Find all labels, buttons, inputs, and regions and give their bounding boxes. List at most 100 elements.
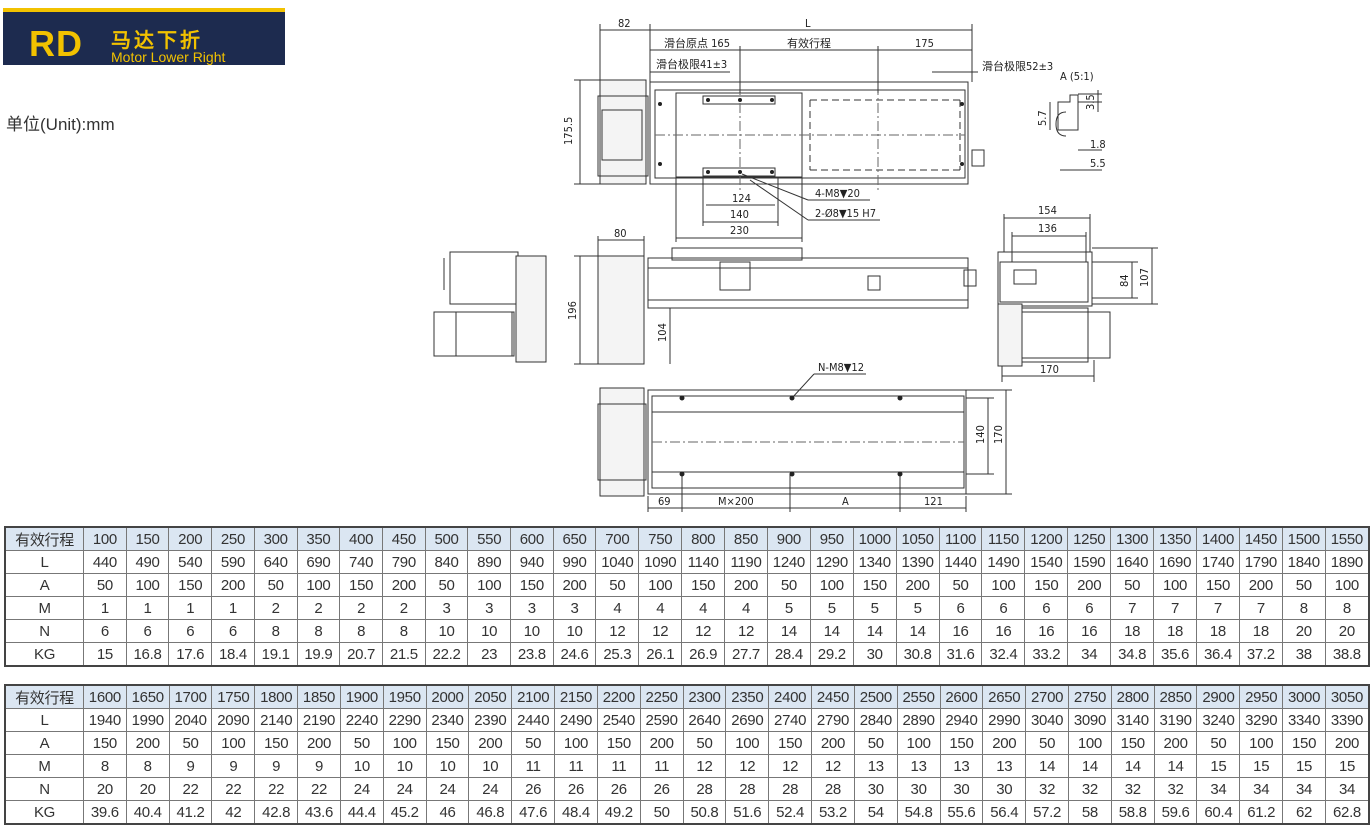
table-cell: 58	[1068, 800, 1112, 825]
table-cell: 1850	[297, 684, 341, 709]
table-cell: 2250	[639, 684, 684, 709]
table-cell: 2500	[853, 684, 898, 709]
table-cell: 1590	[1067, 550, 1112, 574]
table-cell: 34	[1282, 777, 1326, 801]
table-cell: 28	[725, 777, 770, 801]
table-cell: 62.8	[1324, 800, 1370, 825]
table-cell: 10	[468, 754, 513, 778]
table-cell: 200	[982, 731, 1027, 755]
table-cell: 890	[467, 550, 511, 574]
table-cell: 1640	[1110, 550, 1155, 574]
dim-230: 230	[730, 224, 749, 237]
table-cell: 150	[125, 526, 170, 551]
table-cell: 6	[83, 619, 127, 643]
table-cell: 46	[425, 800, 470, 825]
table-cell: 7	[1153, 596, 1197, 620]
table-cell: 12	[638, 619, 683, 643]
table-cell: 900	[766, 526, 811, 551]
table-cell: 2700	[1025, 684, 1069, 709]
table-cell: 9	[254, 754, 299, 778]
table-cell: 32	[1025, 777, 1069, 801]
table-cell: 35.6	[1153, 642, 1197, 667]
table-cell: 11	[596, 754, 641, 778]
table-cell: 2390	[468, 708, 513, 732]
table-cell: 3000	[1282, 684, 1326, 709]
table-cell: 50	[682, 731, 727, 755]
table-cell: 10	[509, 619, 554, 643]
table-cell: 1900	[339, 684, 384, 709]
top-view	[574, 24, 985, 242]
dim-82: 82	[618, 17, 631, 30]
table-cell: 3140	[1110, 708, 1155, 732]
table-cell: 1400	[1195, 526, 1240, 551]
model-badge: RD 马达下折 Motor Lower Right	[3, 8, 285, 65]
table-cell: 14	[809, 619, 854, 643]
table-cell: 200	[1067, 573, 1112, 597]
table-cell: 5	[895, 596, 940, 620]
detail-dim-5-7: 5.7	[1036, 110, 1049, 126]
table-cell: 1140	[681, 550, 726, 574]
table-cell: 2540	[596, 708, 641, 732]
row-label: 有效行程	[4, 526, 85, 551]
side-motor-view	[433, 251, 547, 363]
table-cell: 20	[82, 777, 127, 801]
table-cell: 5	[852, 596, 897, 620]
table-cell: 950	[809, 526, 854, 551]
table-cell: 1750	[211, 684, 256, 709]
table-cell: 3340	[1282, 708, 1326, 732]
table-cell: 21.5	[381, 642, 426, 667]
table-cell: 24	[339, 777, 384, 801]
row-label: N	[4, 619, 85, 643]
table-cell: 1390	[895, 550, 940, 574]
table-cell: 1440	[938, 550, 983, 574]
table-cell: 2840	[853, 708, 898, 732]
table-cell: 48.4	[554, 800, 598, 825]
table-cell: 50	[424, 573, 469, 597]
table-cell: 100	[125, 573, 170, 597]
table-cell: 1	[211, 596, 255, 620]
table-cell: 1050	[895, 526, 940, 551]
table-cell: 3	[467, 596, 511, 620]
hole-markers	[658, 98, 964, 477]
table-cell: 28.4	[766, 642, 811, 667]
table-cell: 62	[1282, 800, 1326, 825]
table-cell: 690	[296, 550, 341, 574]
table-cell: 150	[681, 573, 726, 597]
table-cell: 500	[424, 526, 469, 551]
table-cell: 34	[1196, 777, 1241, 801]
row-label: L	[4, 708, 84, 732]
table-cell: 2140	[254, 708, 299, 732]
dim-stroke: 有效行程	[787, 36, 831, 50]
table-cell: 2750	[1068, 684, 1112, 709]
row-label: KG	[4, 800, 84, 825]
table-cell: 1190	[724, 550, 768, 574]
table-cell: 16	[1067, 619, 1112, 643]
table-cell: 2	[296, 596, 341, 620]
table-cell: 59.6	[1153, 800, 1198, 825]
table-cell: 28	[682, 777, 727, 801]
table-cell: 40.4	[125, 800, 170, 825]
table-cell: 150	[1195, 573, 1240, 597]
dim-80: 80	[614, 227, 627, 240]
table-cell: 6	[1024, 596, 1069, 620]
table-cell: 1290	[809, 550, 854, 574]
dim-140-top: 140	[730, 208, 749, 221]
table-cell: 100	[896, 731, 941, 755]
table-cell: 22	[168, 777, 213, 801]
table-cell: 54.8	[896, 800, 941, 825]
table-cell: 50	[1281, 573, 1326, 597]
dim-a: A	[842, 495, 849, 508]
row-label: M	[4, 754, 84, 778]
table-cell: 56.4	[982, 800, 1027, 825]
table-cell: 1950	[382, 684, 427, 709]
table-cell: 150	[852, 573, 897, 597]
table-cell: 100	[1153, 573, 1197, 597]
table-cell: 7	[1195, 596, 1240, 620]
table-cell: 38.8	[1324, 642, 1370, 667]
table-cell: 6	[211, 619, 255, 643]
note-n-holes: N-M8▼12	[818, 361, 864, 374]
table-cell: 540	[168, 550, 213, 574]
